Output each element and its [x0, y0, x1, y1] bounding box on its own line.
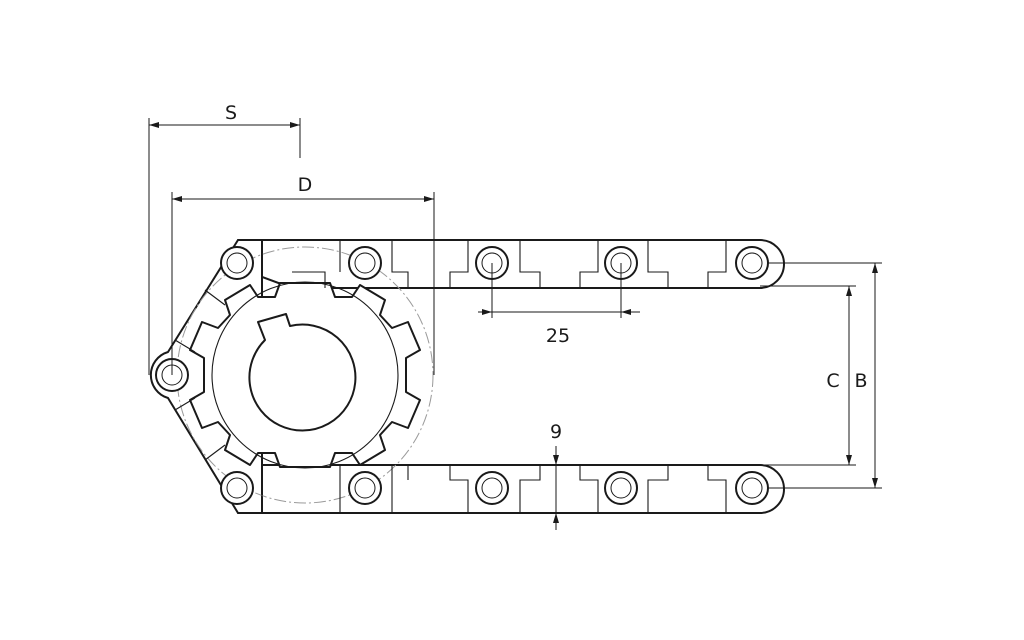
label-d: D: [298, 174, 313, 196]
pin: [348, 246, 382, 280]
pin: [220, 471, 254, 505]
sprocket: [189, 281, 421, 469]
dimension-pitch: 25: [478, 263, 640, 347]
dimension-s: S: [148, 102, 301, 375]
side-links: [174, 289, 226, 461]
pin: [735, 246, 769, 280]
pin: [348, 471, 382, 505]
bore-with-keyway: [248, 313, 357, 432]
label-c: C: [826, 370, 839, 392]
pin: [604, 471, 638, 505]
pin: [475, 471, 509, 505]
label-s: S: [225, 102, 237, 124]
pin: [735, 471, 769, 505]
dimension-thickness: 9: [550, 421, 562, 530]
dimension-b: B: [768, 262, 882, 489]
top-strand-links: [261, 240, 727, 288]
label-b: B: [854, 370, 867, 392]
pin: [220, 246, 254, 280]
label-pitch: 25: [546, 325, 570, 347]
bottom-strand-links: [261, 465, 727, 513]
dimension-c: C: [760, 285, 856, 466]
dimension-d: D: [171, 174, 435, 375]
label-thickness: 9: [550, 421, 562, 443]
